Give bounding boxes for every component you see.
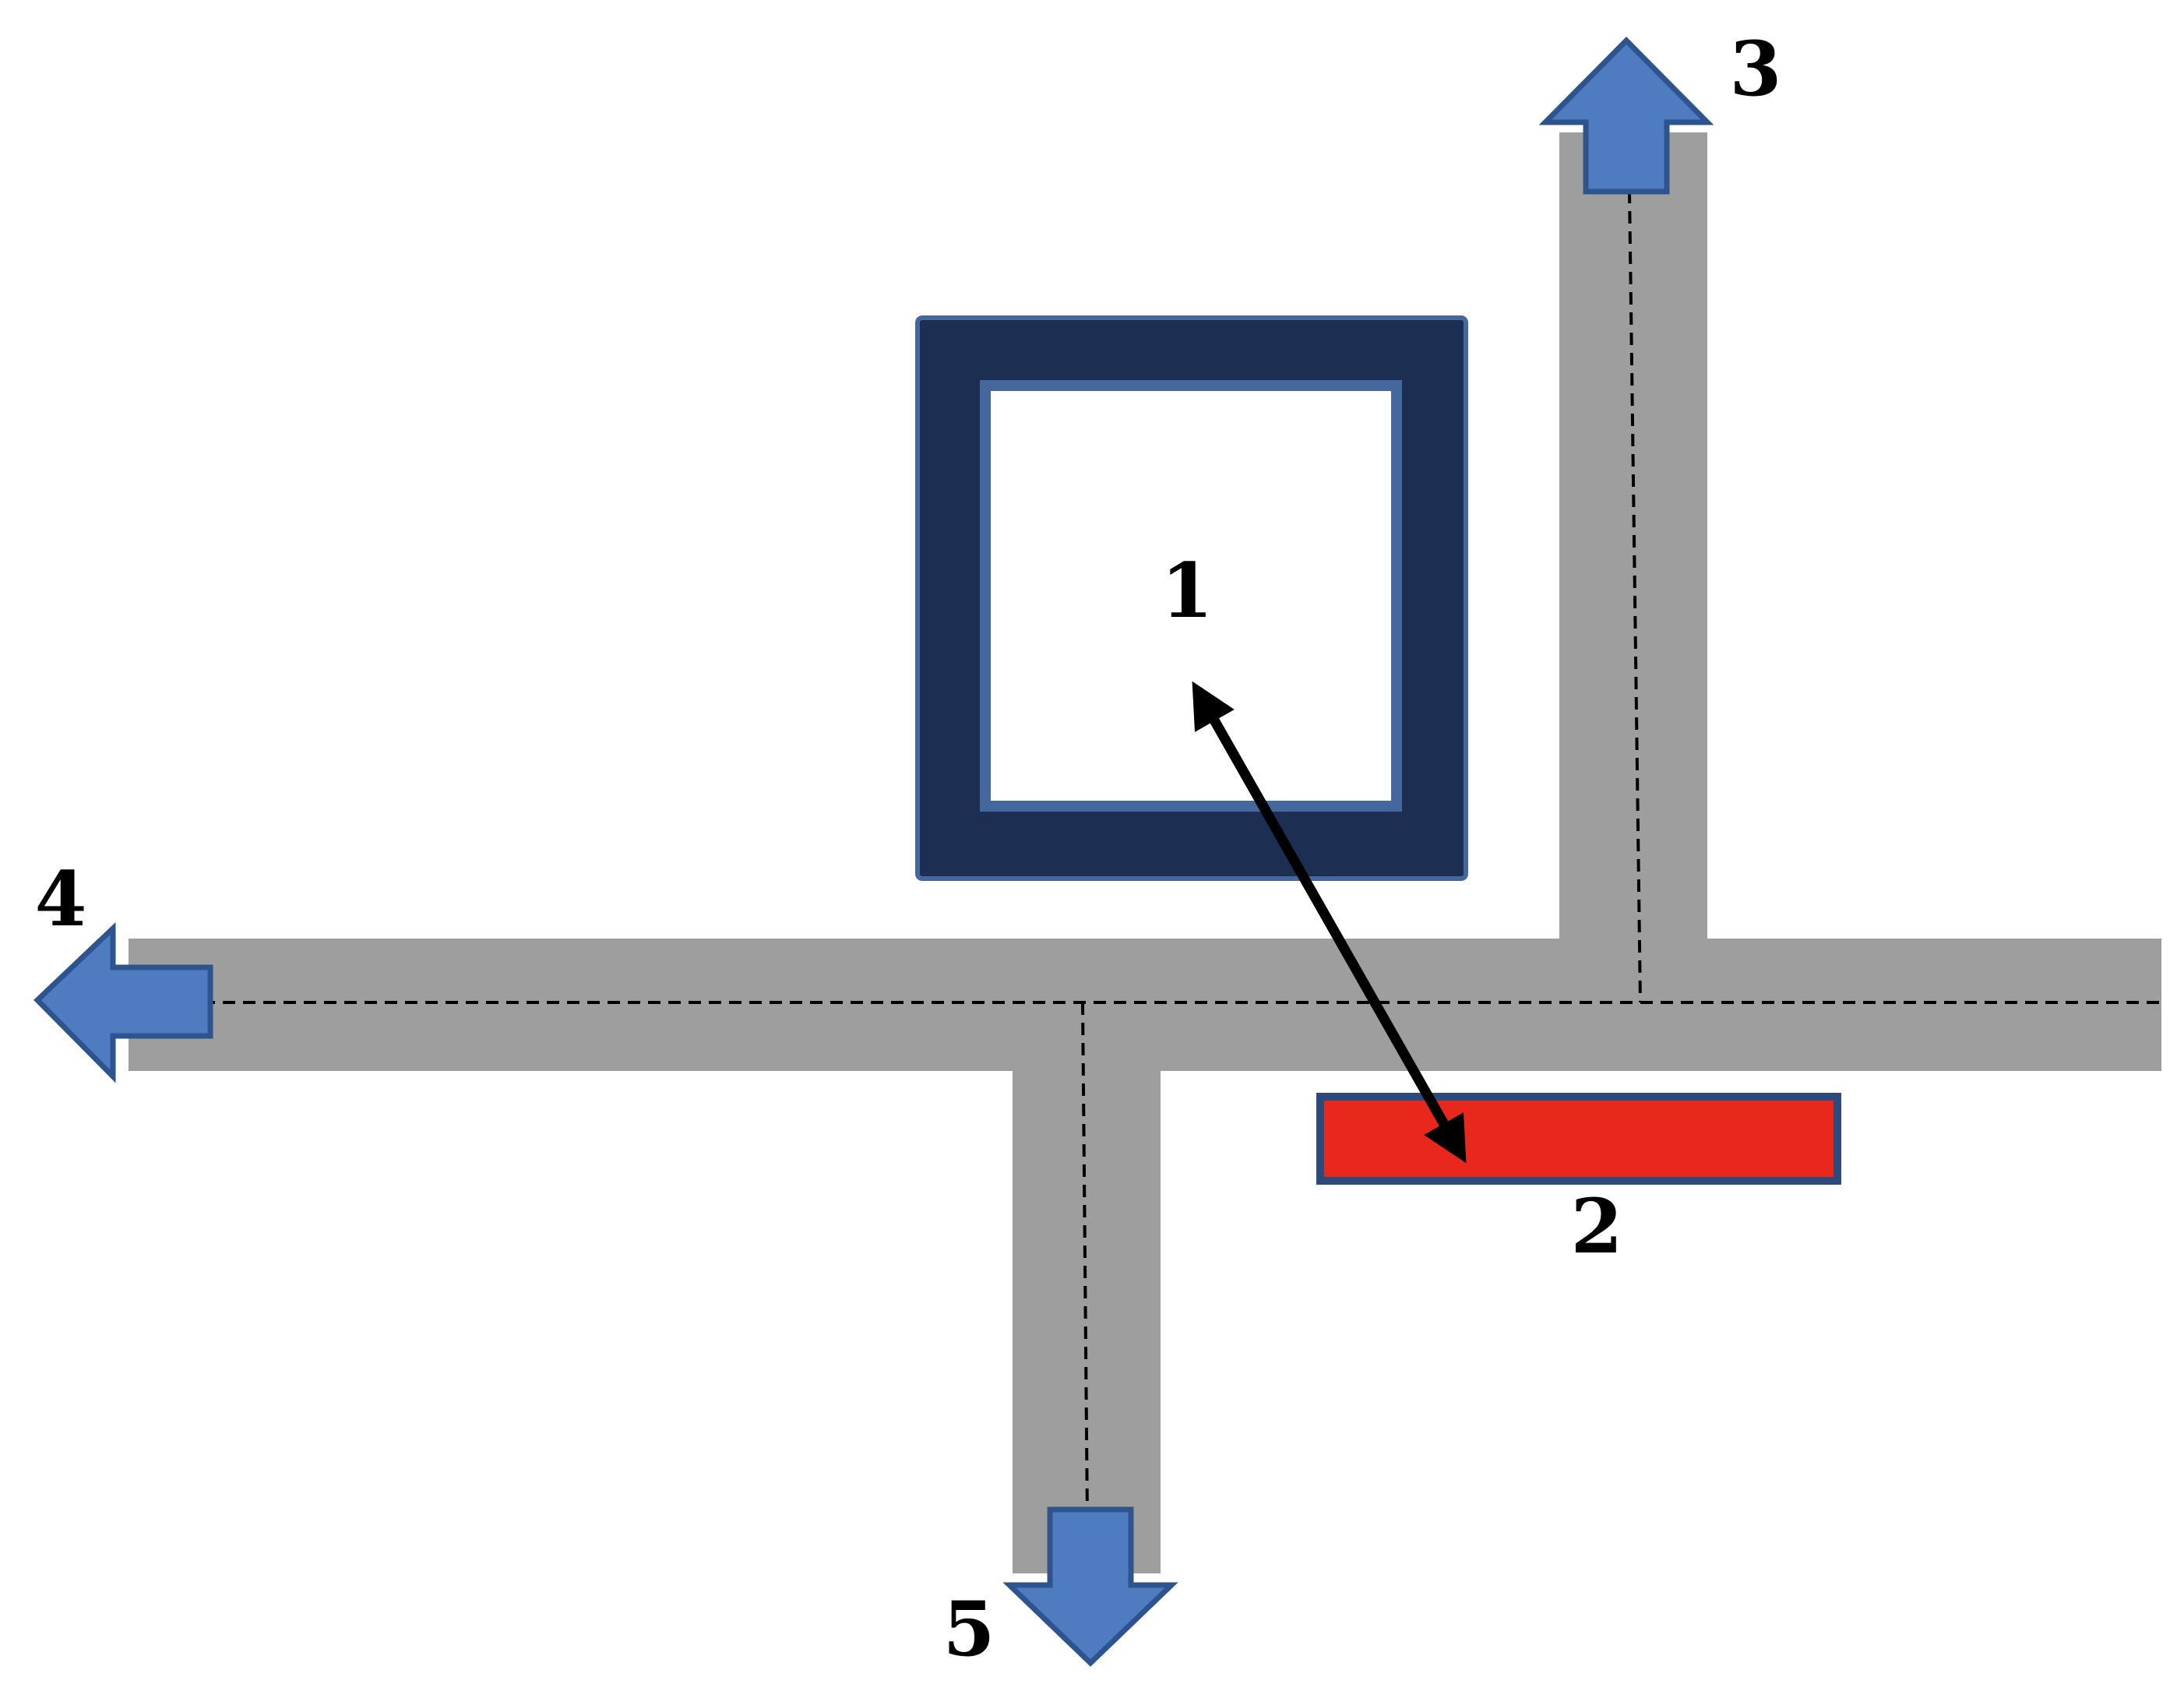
road-centerlines: [203, 190, 2161, 1520]
arrow-down-icon-edge: [1002, 1506, 1178, 1667]
exit-arrows: [33, 37, 1714, 1667]
centerline-south: [1081, 1002, 1089, 1520]
double-headed-arrow-icon: [1192, 681, 1467, 1164]
building-interior-edge: [980, 380, 1402, 812]
label-exit-west: 4: [35, 855, 87, 943]
building-frame-edge: [915, 315, 1468, 881]
arrow-left-icon: [37, 928, 210, 1076]
labels: 1 2 3 4 5: [35, 25, 1782, 1673]
label-exit-north: 3: [1730, 25, 1782, 113]
bar: [1316, 1093, 1841, 1185]
label-exit-south: 5: [943, 1585, 995, 1673]
bar-rect: [1320, 1097, 1837, 1181]
road-horizontal: [129, 939, 2161, 1071]
label-bar: 2: [1571, 1182, 1623, 1270]
road-network: [129, 132, 2161, 1573]
arrow-left-icon-edge: [33, 921, 213, 1083]
label-building: 1: [1161, 547, 1214, 635]
arrow-up-icon-edge: [1538, 37, 1714, 195]
centerline-north: [1628, 190, 1642, 1003]
